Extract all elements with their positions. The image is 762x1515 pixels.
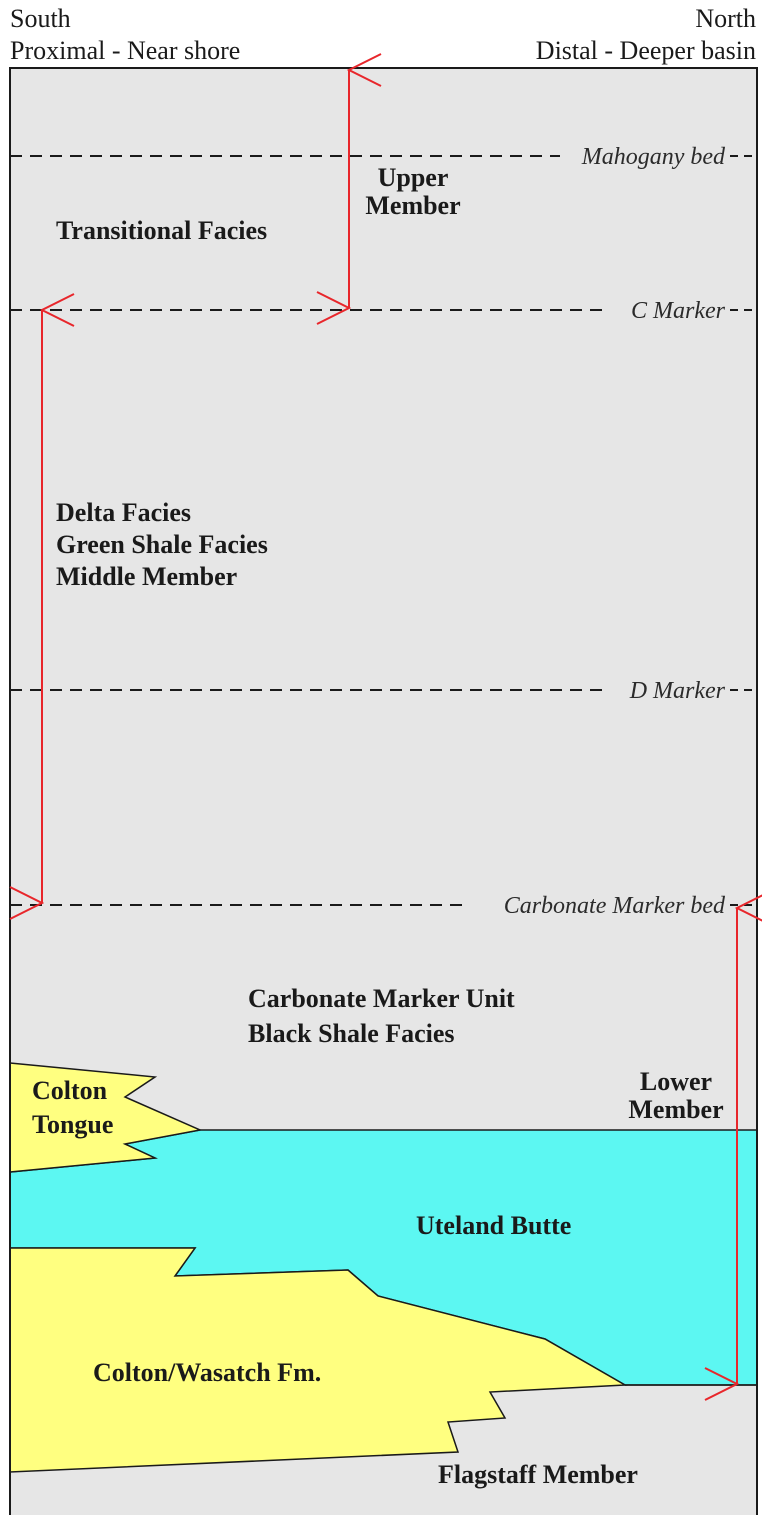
- green-shale-facies-label: Green Shale Facies: [56, 530, 268, 559]
- delta-facies-label: Delta Facies: [56, 498, 191, 527]
- colton-wasatch-label: Colton/Wasatch Fm.: [93, 1358, 321, 1387]
- colton-tongue-shape: [9, 1062, 203, 1173]
- black-shale-facies-label: Black Shale Facies: [248, 1019, 455, 1048]
- flagstaff-member-label: Flagstaff Member: [438, 1460, 638, 1489]
- uteland-butte-label: Uteland Butte: [416, 1211, 571, 1240]
- c-marker-label: C Marker: [631, 298, 726, 324]
- mahogany-bed-label: Mahogany bed: [581, 144, 726, 170]
- colton-tongue-label-1: Colton: [32, 1076, 108, 1105]
- lower-label-2: Member: [628, 1095, 723, 1124]
- north-label: North: [695, 4, 756, 33]
- upper-label-2: Member: [365, 191, 460, 220]
- proximal-label: Proximal - Near shore: [10, 36, 240, 65]
- colton-tongue-label-2: Tongue: [32, 1110, 113, 1139]
- transitional-facies-label: Transitional Facies: [56, 216, 267, 245]
- upper-label-1: Upper: [378, 163, 449, 192]
- middle-member-label: Middle Member: [56, 562, 237, 591]
- lower-label-1: Lower: [640, 1067, 712, 1096]
- d-marker-label: D Marker: [629, 678, 726, 704]
- south-label: South: [10, 4, 71, 33]
- carbonate-marker-unit-label: Carbonate Marker Unit: [248, 984, 515, 1013]
- carbonate-marker-bed-label: Carbonate Marker bed: [504, 893, 726, 919]
- distal-label: Distal - Deeper basin: [536, 36, 756, 65]
